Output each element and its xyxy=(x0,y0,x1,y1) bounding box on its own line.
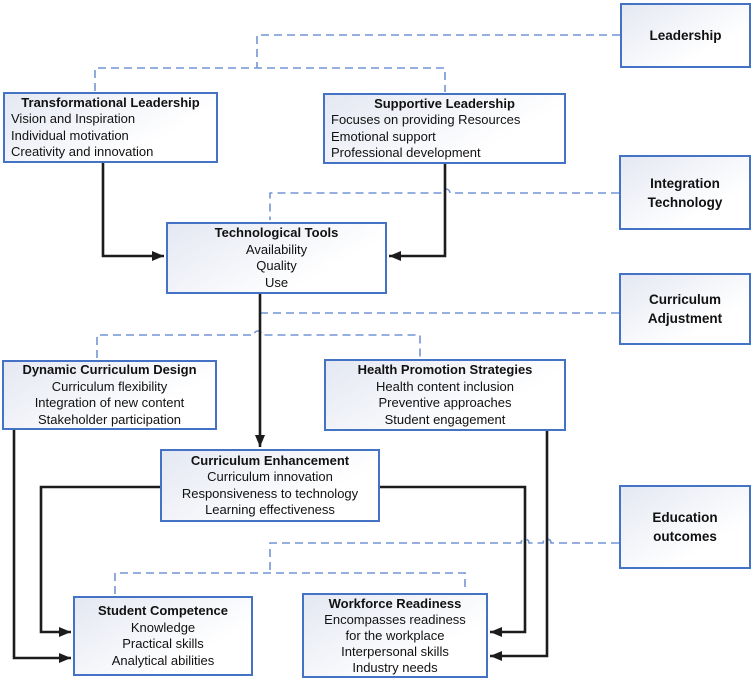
node-line: Health content inclusion xyxy=(375,378,515,394)
node-line: Professional development xyxy=(331,145,481,160)
node-line: Encompasses readiness xyxy=(324,611,466,627)
connector-education-outcomes-dashed xyxy=(114,538,619,594)
node-line: Focuses on providing Resources xyxy=(331,112,521,127)
node-line: Use xyxy=(264,274,289,290)
node-title: Curriculum Adjustment xyxy=(647,292,723,326)
node-line: Emotional support xyxy=(331,128,436,144)
node-title: Workforce Readiness xyxy=(328,595,462,611)
node-line: Learning effectiveness xyxy=(205,502,335,517)
connector-curriculum-adjustment-dashed xyxy=(96,312,619,358)
node-health-promotion-strategies: Health Promotion Strategies Health conte… xyxy=(324,359,566,431)
node-education-outcomes-label: Education outcomes xyxy=(619,485,751,569)
node-line: Creativity and innovation xyxy=(11,144,154,159)
node-leadership-label: Leadership xyxy=(620,3,751,68)
node-title: Technological Tools xyxy=(214,225,339,240)
node-line: Stakeholder participation xyxy=(37,411,182,427)
node-title: Education outcomes xyxy=(652,510,718,544)
node-transformational-leadership: Transformational Leadership Vision and I… xyxy=(3,92,218,163)
node-curriculum-enhancement: Curriculum Enhancement Curriculum innova… xyxy=(160,449,380,522)
node-student-competence: Student Competence Knowledge Practical s… xyxy=(73,596,253,676)
node-technological-tools: Technological Tools Availability Quality… xyxy=(166,222,387,294)
node-line: Quality xyxy=(256,258,297,273)
node-line: Curriculum flexibility xyxy=(51,378,168,394)
node-line: Practical skills xyxy=(122,636,204,651)
node-line: Responsiveness to technology xyxy=(181,485,359,501)
node-curriculum-adjustment-label: Curriculum Adjustment xyxy=(619,273,751,345)
node-line: Vision and Inspiration xyxy=(11,111,136,126)
node-line: Analytical abilities xyxy=(111,652,215,668)
node-line: Industry needs xyxy=(352,659,438,675)
node-title: Student Competence xyxy=(97,603,228,618)
node-title: Integration Technology xyxy=(647,175,723,210)
node-line: for the workplace xyxy=(345,627,445,643)
connector-enhancement-to-workforce xyxy=(380,485,527,637)
node-line: Individual motivation xyxy=(11,127,129,143)
node-workforce-readiness: Workforce Readiness Encompasses readines… xyxy=(302,593,488,678)
node-title: Transformational Leadership xyxy=(21,94,200,110)
connector-dynamic-to-student xyxy=(12,430,71,663)
node-line: Preventive approaches xyxy=(378,395,512,410)
connector-enhancement-to-student xyxy=(39,485,160,637)
connector-transformational-to-tools xyxy=(101,163,164,261)
node-supportive-leadership: Supportive Leadership Focuses on providi… xyxy=(323,93,566,164)
node-title: Supportive Leadership xyxy=(374,95,515,111)
node-dynamic-curriculum-design: Dynamic Curriculum Design Curriculum fle… xyxy=(2,360,217,430)
node-title: Dynamic Curriculum Design xyxy=(22,362,197,377)
node-line: Knowledge xyxy=(130,619,196,635)
node-title: Leadership xyxy=(649,28,722,43)
node-line: Student engagement xyxy=(384,411,506,427)
node-integration-technology-label: Integration Technology xyxy=(619,155,751,230)
connector-health-to-workforce xyxy=(490,431,549,661)
node-line: Availability xyxy=(245,241,308,257)
node-title: Curriculum Enhancement xyxy=(190,452,350,468)
connector-supportive-to-tools xyxy=(389,164,447,261)
node-line: Interpersonal skills xyxy=(341,643,449,659)
node-line: Curriculum innovation xyxy=(207,469,333,484)
connector-leadership-dashed xyxy=(94,34,620,92)
node-title: Health Promotion Strategies xyxy=(357,362,533,377)
node-line: Integration of new content xyxy=(34,395,185,410)
